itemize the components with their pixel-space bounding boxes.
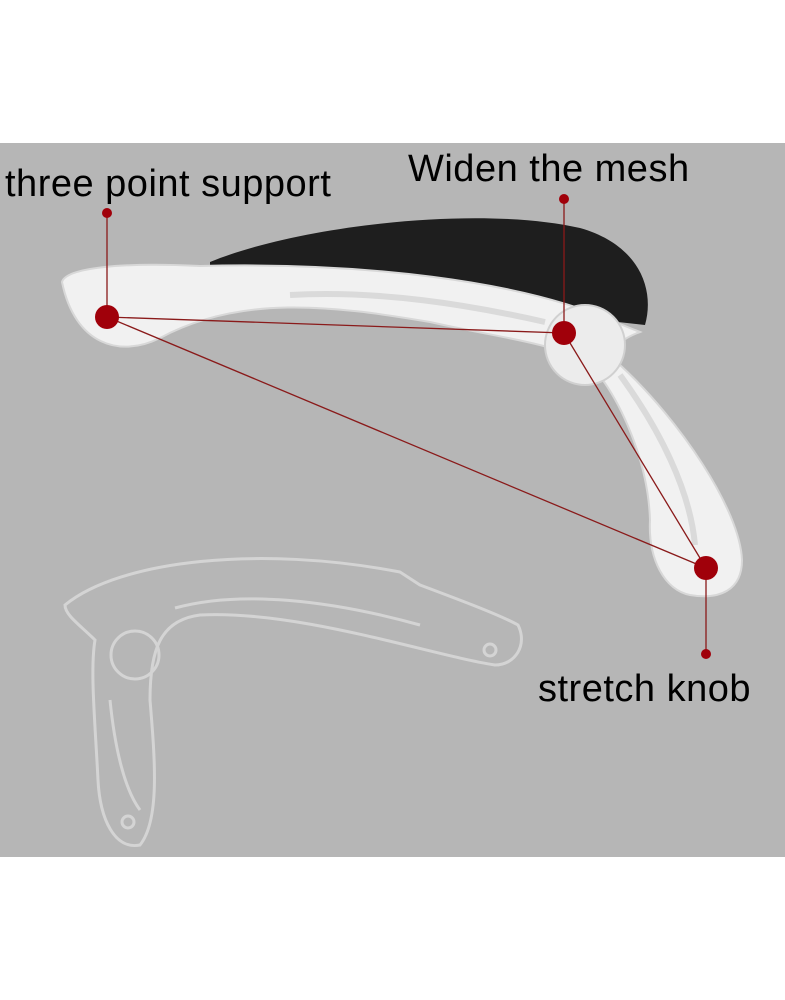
support-triangle — [106, 199, 707, 654]
label-dot — [701, 649, 711, 659]
support-point-marker — [95, 305, 119, 329]
mesh-point-marker — [552, 321, 576, 345]
label-widen-the-mesh: Widen the mesh — [408, 148, 690, 190]
armrest — [60, 218, 744, 598]
label-dot — [559, 194, 569, 204]
label-three-point-support: three point support — [5, 163, 332, 205]
knob-point-marker — [694, 556, 718, 580]
label-stretch-knob: stretch knob — [538, 668, 751, 710]
label-dot — [102, 208, 112, 218]
ghost-armrest-outline — [63, 557, 523, 847]
joint-knob — [544, 304, 626, 386]
